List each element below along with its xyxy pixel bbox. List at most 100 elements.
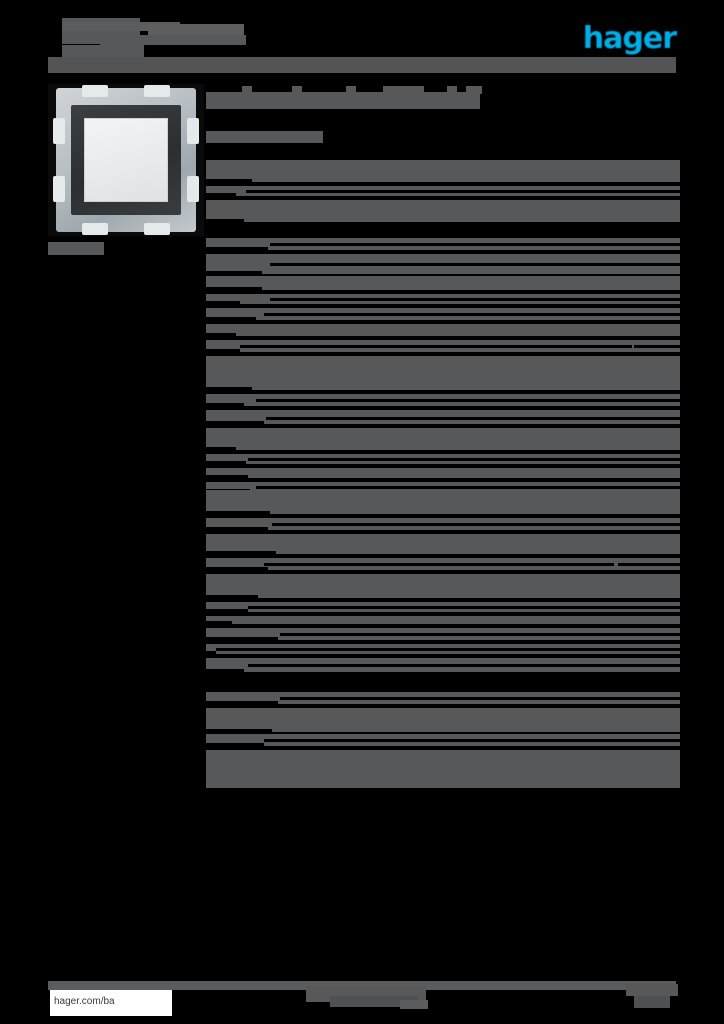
table-row: [206, 534, 680, 554]
row-value-separator: [246, 190, 718, 193]
hager-logo-text: hager: [582, 21, 677, 56]
row-divider: [206, 390, 680, 394]
row-value-separator: [638, 458, 680, 461]
table-row: [206, 412, 680, 424]
row-divider: [206, 196, 680, 200]
footer-url-chip[interactable]: hager.com/ba: [50, 990, 172, 1016]
row-value-separator: [256, 399, 630, 402]
row-divider: [206, 640, 680, 644]
row-value-separator: [248, 458, 638, 461]
table-row: [206, 558, 680, 570]
row-divider: [206, 290, 680, 294]
footer-page-number-redacted-2: [634, 996, 670, 1008]
table-row: [206, 308, 680, 320]
row-label-separator: [206, 271, 262, 274]
table-row: [206, 254, 680, 274]
row-value-separator: [270, 243, 680, 246]
row-label-separator: [206, 637, 278, 640]
table-row: [206, 394, 680, 406]
frame-claw-top-left: [82, 85, 108, 97]
row-value-separator: [494, 648, 680, 651]
table-row: [206, 490, 680, 514]
footer-center-redacted-2: [330, 996, 418, 1007]
row-divider: [206, 250, 680, 254]
row-value-separator: [280, 633, 336, 636]
row-label-separator: [206, 551, 276, 554]
frame-claw-bottom-right: [144, 223, 170, 235]
row-label-separator: [206, 701, 278, 704]
row-divider: [206, 450, 680, 454]
table-row: [206, 200, 680, 222]
table-row: [206, 324, 680, 336]
row-label-separator: [206, 349, 240, 352]
table-row: [206, 658, 680, 672]
row-value-separator: [216, 648, 494, 651]
row-value-separator: [592, 664, 680, 667]
table-row: [206, 734, 680, 746]
row-label-separator: [206, 193, 236, 196]
row-label-separator: [206, 461, 246, 464]
table-row: [206, 340, 680, 352]
row-value-separator: [634, 345, 680, 348]
row-value-separator: [270, 263, 622, 266]
table-row: [206, 708, 680, 732]
row-value-separator: [240, 345, 632, 348]
table-row: [206, 616, 680, 624]
row-label-separator: [206, 403, 244, 406]
row-label-separator: [206, 179, 252, 182]
row-divider: [206, 598, 680, 602]
row-divider: [206, 406, 680, 410]
product-image: [48, 84, 204, 236]
row-divider: [206, 514, 680, 518]
row-divider: [206, 612, 680, 616]
row-value-separator: [264, 313, 680, 316]
row-label-separator: [206, 651, 216, 654]
footnote-block: [206, 734, 680, 788]
specifications-block-3: [206, 276, 680, 426]
hager-logo[interactable]: hager: [568, 21, 677, 56]
table-row: [206, 692, 680, 704]
specifications-block-6: [206, 558, 680, 672]
row-divider: [206, 554, 680, 558]
document-reference-redacted: [62, 45, 144, 58]
table-row: [206, 454, 680, 464]
table-row: [206, 644, 680, 654]
row-value-separator: [272, 523, 680, 526]
row-label-separator: [206, 527, 268, 530]
frame-claw-bottom-left: [82, 223, 108, 235]
table-row: [206, 356, 680, 390]
table-row: [206, 276, 680, 290]
table-row: [206, 628, 680, 640]
row-value-separator: [618, 563, 680, 566]
notes-block: [206, 692, 680, 732]
row-divider: [206, 182, 680, 186]
document-subtitle-redacted-line3: [100, 35, 246, 45]
row-label-separator: [206, 511, 270, 514]
frame-claw-left-upper: [53, 118, 65, 144]
row-label-separator: [206, 287, 262, 290]
footer-divider-bar: [48, 981, 676, 990]
heading-ascender-2: [292, 86, 302, 94]
page-header: hager: [0, 0, 724, 78]
row-label-separator: [206, 387, 252, 390]
row-value-separator: [248, 664, 592, 667]
frame-claw-left-lower: [53, 176, 65, 202]
heading-ascender-3: [346, 86, 356, 94]
specifications-block-5: [206, 490, 680, 568]
row-divider: [206, 336, 680, 340]
row-divider: [206, 304, 680, 308]
heading-ascender-1: [242, 86, 252, 94]
document-subtitle-redacted-line2: [148, 24, 244, 37]
row-label-separator: [206, 729, 272, 732]
row-value-separator: [256, 486, 640, 489]
row-label-separator: [206, 621, 232, 624]
specifications-block-1: [206, 160, 718, 222]
header-divider-bar: [48, 57, 676, 73]
row-label-separator: [206, 743, 264, 746]
row-label-separator: [206, 447, 236, 450]
product-insert-plate: [84, 118, 168, 202]
specifications-block-2: [206, 238, 680, 274]
row-value-separator: [264, 739, 680, 742]
product-bezel: [71, 105, 181, 215]
